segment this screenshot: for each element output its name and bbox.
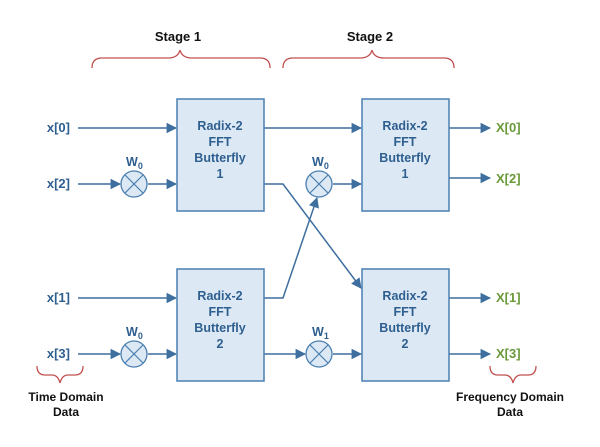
- stage-1-brace: [91, 49, 271, 69]
- twiddle-label: W0: [312, 155, 329, 171]
- butterfly-line: Butterfly: [379, 151, 430, 165]
- butterfly-line: Butterfly: [194, 321, 245, 335]
- wire-bf1-bottom-cross: [264, 183, 362, 289]
- output-X0-label: X[0]: [496, 120, 521, 135]
- twiddle-multiplier-w0-stage1-top: W0: [120, 155, 148, 198]
- time-domain-label-line2: Data: [53, 405, 79, 419]
- butterfly-stage2-1: Radix-2 FFT Butterfly 1: [361, 98, 450, 212]
- output-X2-label: X[2]: [496, 171, 521, 186]
- butterfly-line: FFT: [394, 305, 417, 319]
- twiddle-multiplier-w1-stage2-bottom: W1: [305, 325, 333, 368]
- stage-1-label: Stage 1: [155, 29, 201, 44]
- input-x0-label: x[0]: [47, 120, 70, 135]
- butterfly-line: FFT: [209, 135, 232, 149]
- frequency-domain-brace: [489, 365, 537, 384]
- stage-2-label: Stage 2: [347, 29, 393, 44]
- butterfly-line: FFT: [394, 135, 417, 149]
- frequency-domain-label: Frequency Domain: [456, 390, 564, 404]
- butterfly-line: Butterfly: [379, 321, 430, 335]
- butterfly-line: FFT: [209, 305, 232, 319]
- butterfly-line: 1: [217, 167, 224, 181]
- butterfly-line: 2: [217, 337, 224, 351]
- stage-2-brace: [282, 49, 455, 69]
- butterfly-line: Butterfly: [194, 151, 245, 165]
- butterfly-stage1-1: Radix-2 FFT Butterfly 1: [176, 98, 265, 212]
- twiddle-label: W0: [126, 325, 143, 341]
- butterfly-line: Radix-2: [197, 119, 242, 133]
- wire-bf2-top-cross: [264, 197, 319, 299]
- output-X1-label: X[1]: [496, 290, 521, 305]
- input-x3-label: x[3]: [47, 346, 70, 361]
- twiddle-multiplier-w0-stage1-bottom: W0: [120, 325, 148, 368]
- frequency-domain-label-line2: Data: [497, 405, 523, 419]
- butterfly-line: Radix-2: [382, 119, 427, 133]
- output-X3-label: X[3]: [496, 346, 521, 361]
- butterfly-line: 1: [402, 167, 409, 181]
- twiddle-multiplier-w0-stage2-top: W0: [305, 155, 333, 198]
- twiddle-label: W0: [126, 155, 143, 171]
- butterfly-line: Radix-2: [382, 289, 427, 303]
- butterfly-stage1-2: Radix-2 FFT Butterfly 2: [176, 268, 265, 382]
- input-x1-label: x[1]: [47, 290, 70, 305]
- input-x2-label: x[2]: [47, 176, 70, 191]
- butterfly-line: 2: [402, 337, 409, 351]
- time-domain-brace: [36, 365, 84, 384]
- butterfly-line: Radix-2: [197, 289, 242, 303]
- butterfly-stage2-2: Radix-2 FFT Butterfly 2: [361, 268, 450, 382]
- twiddle-label: W1: [312, 325, 329, 341]
- time-domain-label: Time Domain: [28, 390, 103, 404]
